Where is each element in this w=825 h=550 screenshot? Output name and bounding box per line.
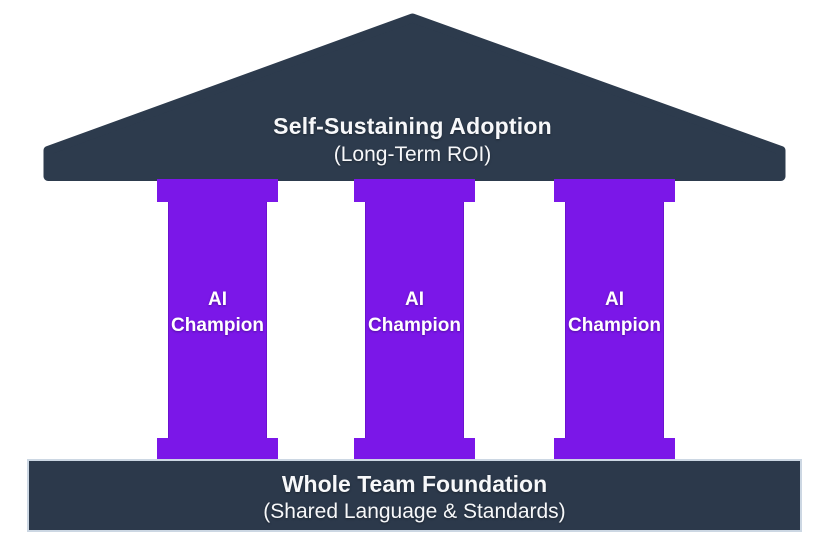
pillar-2-capital: [354, 179, 475, 202]
pillar-2-shaft: AI Champion: [365, 179, 464, 461]
pillar-3: AI Champion: [554, 179, 675, 461]
roof-text-block: Self-Sustaining Adoption (Long-Term ROI): [0, 112, 825, 168]
foundation: Whole Team Foundation (Shared Language &…: [27, 459, 802, 532]
pillar-3-label: AI Champion: [568, 289, 661, 336]
roof-title: Self-Sustaining Adoption: [273, 113, 552, 139]
pillar-3-shaft: AI Champion: [565, 179, 664, 461]
pillar-1-label: AI Champion: [171, 289, 264, 336]
pillar-1: AI Champion: [157, 179, 278, 461]
pillar-1-capital: [157, 179, 278, 202]
pillar-2-base: [354, 438, 475, 461]
foundation-subtitle: (Shared Language & Standards): [263, 500, 566, 523]
roof-subtitle: (Long-Term ROI): [333, 143, 492, 166]
pillar-2-label: AI Champion: [368, 289, 461, 336]
pillar-1-shaft: AI Champion: [168, 179, 267, 461]
pillar-3-capital: [554, 179, 675, 202]
foundation-title: Whole Team Foundation: [281, 471, 548, 497]
pillar-1-base: [157, 438, 278, 461]
pillar-3-base: [554, 438, 675, 461]
pillar-2: AI Champion: [354, 179, 475, 461]
